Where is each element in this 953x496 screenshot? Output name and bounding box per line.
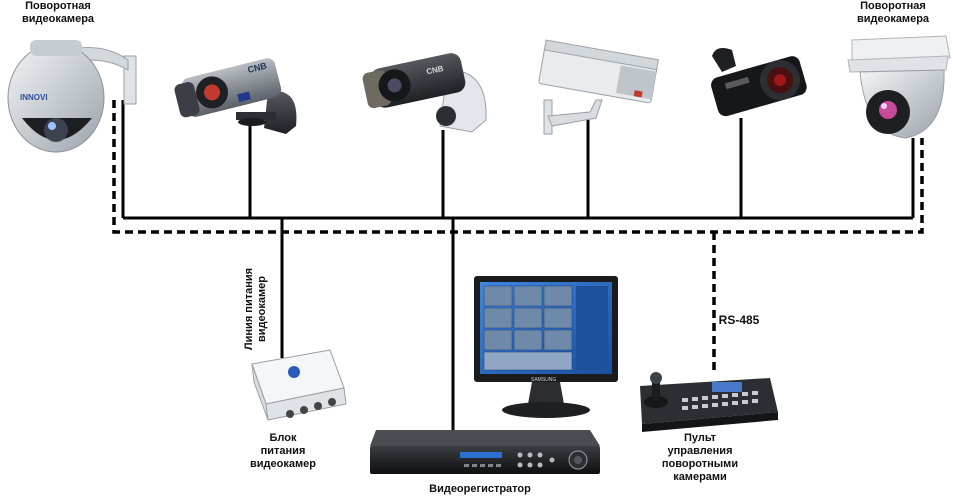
box-camera-icon (538, 39, 659, 135)
brand-cnb-2: CNB (426, 64, 445, 76)
label-line: камерами (673, 471, 727, 483)
bullet-camera-icon (711, 48, 807, 117)
brand-samsung: SAMSUNG (531, 377, 556, 383)
label-rs485: RS-485 (718, 313, 760, 327)
label-line: Блок (269, 432, 297, 444)
label-line: питания (260, 445, 306, 457)
label-line: Линия питания (243, 267, 255, 351)
label-line: Пульт (683, 432, 717, 444)
label-power-line: Линия питания видеокамер (243, 249, 269, 369)
bullet-camera-icon: CNB (174, 58, 297, 134)
brand-innovi: INNOVI (20, 93, 48, 102)
label-ptz-camera-right: Поворотная видеокамера (838, 0, 948, 26)
brand-cnb-1: CNB (247, 60, 269, 75)
monitor-icon: SAMSUNG (474, 276, 618, 418)
label-ptz-console: Пульт управления поворотными камерами (640, 432, 760, 484)
ptz-dome-camera-icon: INNOVI (7, 40, 137, 153)
label-line: видеокамер (256, 276, 268, 342)
label-line: управления (667, 445, 733, 457)
solid-video-bus (121, 100, 915, 430)
ptz-keyboard-icon (640, 372, 778, 432)
bullet-camera-icon: CNB (362, 53, 487, 133)
label-power-supply: Блок питания видеокамер (238, 432, 328, 471)
label-line: видеокамера (21, 13, 95, 25)
power-supply-box-icon (251, 349, 347, 421)
dome-camera-icon (847, 35, 951, 139)
label-ptz-camera-left: Поворотная видеокамера (8, 0, 108, 26)
label-line: поворотными (661, 458, 739, 470)
label-line: Поворотная (25, 0, 91, 12)
dvr-icon (370, 430, 600, 474)
label-line: видеокамер (250, 458, 316, 470)
label-line: Поворотная (860, 0, 926, 12)
label-dvr: Видеорегистратор (429, 483, 531, 495)
dashed-rs485-bus (112, 100, 924, 372)
label-line: видеокамера (856, 13, 930, 25)
